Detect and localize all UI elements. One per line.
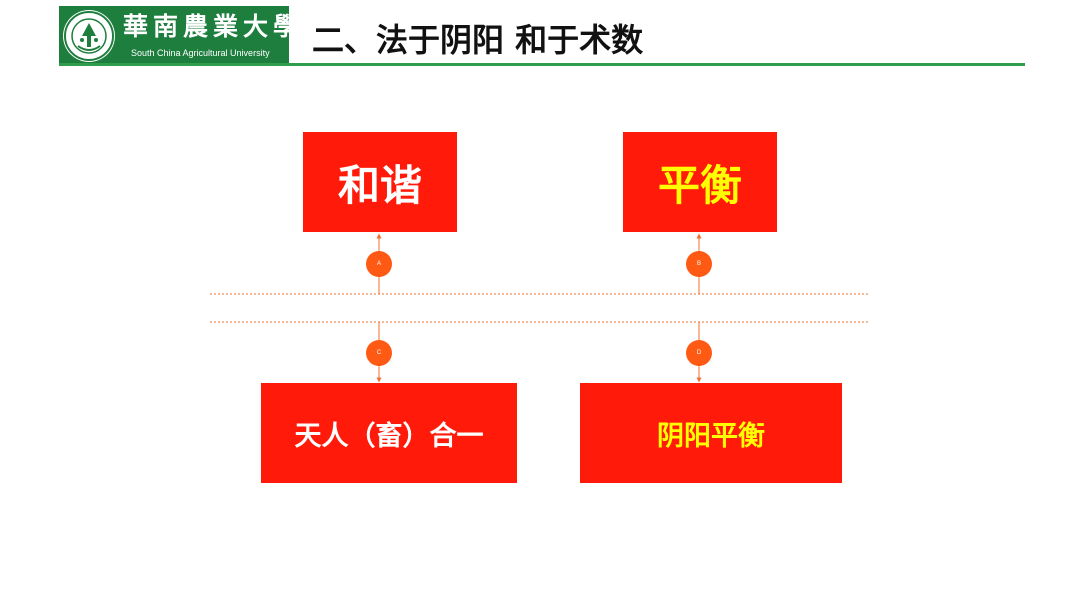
box-yin-yang-balance: 阴阳平衡 xyxy=(580,383,842,483)
node-c-label: C xyxy=(376,350,382,356)
university-logo: 華南農業大學 South China Agricultural Universi… xyxy=(59,6,289,66)
box-harmony: 和谐 xyxy=(303,132,457,232)
node-b-circle xyxy=(686,251,712,277)
node-a-label: A xyxy=(376,261,381,267)
box-balance: 平衡 xyxy=(623,132,777,232)
title-divider xyxy=(59,63,1025,66)
node-d-label: D xyxy=(696,350,702,356)
box-heaven-human-unity: 天人（畜）合一 xyxy=(261,383,517,483)
logo-chinese-name: 華南農業大學 xyxy=(123,12,289,41)
node-b-label: B xyxy=(696,261,701,267)
university-seal-icon xyxy=(63,10,115,62)
page-title: 二、法于阴阳 和于术数 xyxy=(312,21,644,59)
logo-english-name: South China Agricultural University xyxy=(131,48,270,58)
node-c-circle xyxy=(366,340,392,366)
node-a-circle xyxy=(366,251,392,277)
node-d-circle xyxy=(686,340,712,366)
